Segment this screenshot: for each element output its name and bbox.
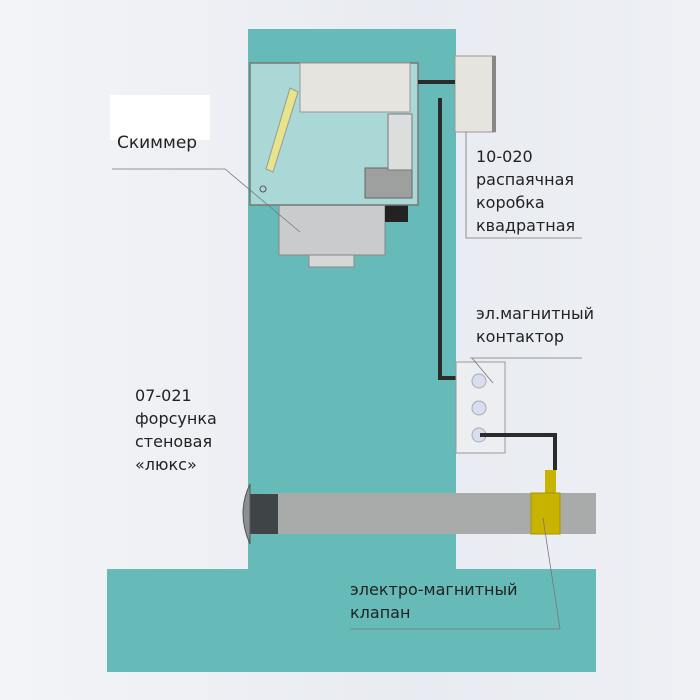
junction-box-edge <box>492 56 496 132</box>
skimmer-label: Скиммер <box>117 133 198 153</box>
label-line: «люкс» <box>135 455 197 474</box>
solenoid-valve <box>530 492 561 535</box>
label-line: 10-020 <box>476 147 533 166</box>
valve-label: электро-магнитный клапан <box>350 578 518 624</box>
blank-patch <box>110 95 210 140</box>
contactor <box>455 361 506 454</box>
leader-lines <box>112 132 582 630</box>
label-line: клапан <box>350 603 411 622</box>
nozzle-thread <box>250 494 278 534</box>
label-line: контактор <box>476 327 564 346</box>
label-line: форсунка <box>135 409 217 428</box>
skimmer <box>249 62 419 268</box>
label-line: электро-магнитный <box>350 580 518 599</box>
label-line: распаячная <box>476 170 574 189</box>
label-line: коробка <box>476 193 545 212</box>
cable <box>480 433 557 470</box>
label-line: эл.магнитный <box>476 304 595 323</box>
label-line: стеновая <box>135 432 213 451</box>
label-line: 07-021 <box>135 386 192 405</box>
junction-box-label: 10-020 распаячная коробка квадратная <box>476 145 575 237</box>
contactor-label: эл.магнитный контактор <box>476 302 594 348</box>
junction-box <box>454 55 496 133</box>
nozzle-label: 07-021 форсунка стеновая «люкс» <box>135 384 217 476</box>
label-line: квадратная <box>476 216 576 235</box>
nozzle-flange <box>242 483 251 545</box>
valve-coil <box>545 470 556 494</box>
pool-floor <box>107 569 596 672</box>
